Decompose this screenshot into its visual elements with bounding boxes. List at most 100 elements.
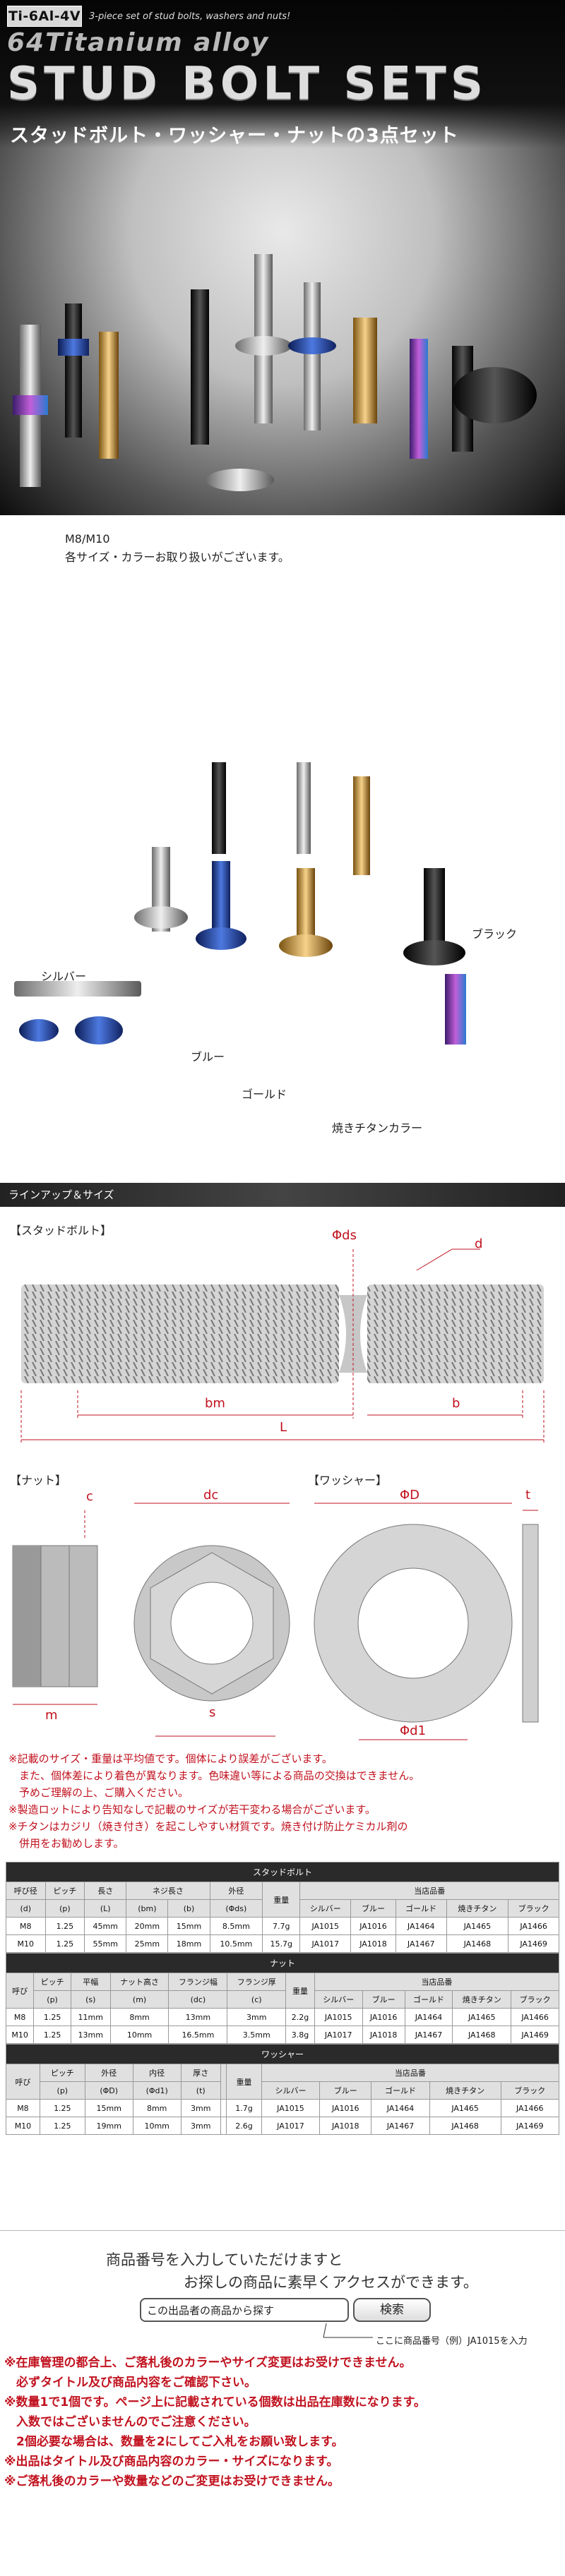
table-cell: JA1468 bbox=[446, 1934, 509, 1953]
table-cell: JA1464 bbox=[404, 2008, 453, 2026]
col-subheader: (s) bbox=[70, 1990, 111, 2009]
hero-subtitle: スタッドボルト・ワッシャー・ナットの3点セット bbox=[10, 125, 459, 147]
footer-note: ※ご落札後のカラーや数量などのご変更はお受けできません。 bbox=[4, 2474, 340, 2488]
col-header: 外径 bbox=[84, 2064, 133, 2082]
tag-subtitle: 3-piece set of stud bolts, washers and n… bbox=[89, 11, 291, 22]
col-header: 重量 bbox=[226, 2064, 262, 2100]
table-cell: 16.5mm bbox=[168, 2026, 228, 2044]
table-cell: 1.25 bbox=[33, 2026, 71, 2044]
table-cell: JA1465 bbox=[446, 1917, 509, 1935]
table-cell: 13mm bbox=[168, 2008, 228, 2026]
footer-note: ※数量1で1個です。ページ上に記載されている個数は出品在庫数になります。 bbox=[4, 2395, 426, 2409]
col-subheader: (Φds) bbox=[209, 1899, 263, 1918]
table-cell: 3mm bbox=[180, 2117, 221, 2135]
hero-title: STUD BOLT SETS bbox=[7, 58, 487, 110]
note-line: ※製造ロットにより告知なしで記載のサイズが若干変わる場合がございます。 bbox=[8, 1803, 376, 1816]
table-cell: JA1469 bbox=[500, 2117, 560, 2135]
col-subheader: (bm) bbox=[126, 1899, 169, 1918]
table-cell: 8mm bbox=[132, 2099, 182, 2117]
table-cell: JA1467 bbox=[371, 2117, 430, 2135]
dim-m: m bbox=[45, 1708, 58, 1723]
dim-b: b bbox=[452, 1396, 460, 1411]
note-line: 予めご理解の上、ご購入ください。 bbox=[8, 1786, 189, 1799]
table-cell: 8.5mm bbox=[209, 1917, 263, 1935]
col-header: ピッチ bbox=[39, 2064, 85, 2082]
col-color: シルバー bbox=[314, 1990, 363, 2009]
col-color: 焼きチタン bbox=[446, 1899, 509, 1918]
note-line: 併用をお勧めします。 bbox=[8, 1837, 124, 1850]
col-header: フランジ厚 bbox=[227, 1973, 287, 1991]
table-cell: M8 bbox=[6, 1917, 46, 1935]
col-color: ブラック bbox=[508, 1899, 559, 1918]
table-cell: 10.5mm bbox=[209, 1934, 263, 1953]
nut-spec-table: ナット 呼び ピッチ 平幅 ナット高さ フランジ幅 フランジ厚 重量 当店品番 … bbox=[5, 1953, 560, 2044]
table-cell: 3mm bbox=[180, 2099, 221, 2117]
footer-note: 2個必要な場合は、数量を2にしてご入札をお願い致します。 bbox=[4, 2435, 344, 2449]
dim-d1: Φd1 bbox=[400, 1723, 427, 1738]
table-cell: M10 bbox=[6, 2117, 40, 2135]
dim-D: ΦD bbox=[400, 1488, 420, 1503]
col-subheader: (b) bbox=[167, 1899, 210, 1918]
table-cell: 3.5mm bbox=[227, 2026, 287, 2044]
table-cell: 15.7g bbox=[262, 1934, 301, 1953]
table-title: スタッドボルト bbox=[6, 1862, 559, 1882]
table-cell: 3mm bbox=[227, 2008, 287, 2026]
note-line: また、個体差により着色が異なります。色味違い等による商品の交換はできません。 bbox=[8, 1769, 420, 1782]
nut-washer-diagram bbox=[12, 1503, 539, 1740]
col-header: 呼び径 bbox=[6, 1882, 46, 1900]
footer-note: ※在庫管理の都合上、ご落札後のカラーやサイズ変更はお受けできません。 bbox=[4, 2356, 412, 2370]
stud-label: 【スタッドボルト】 bbox=[10, 1224, 112, 1237]
dim-dc: dc bbox=[203, 1488, 219, 1503]
table-cell: JA1018 bbox=[319, 2117, 372, 2135]
search-button[interactable]: 検索 bbox=[353, 2298, 431, 2322]
col-header bbox=[220, 2064, 227, 2100]
col-subheader: (L) bbox=[84, 1899, 127, 1918]
alloy-name: 64Titanium alloy bbox=[7, 28, 270, 57]
footer-notes: ※在庫管理の都合上、ご落札後のカラーやサイズ変更はお受けできません。 必ずタイト… bbox=[4, 2353, 426, 2491]
note-line: ※チタンはカジリ（焼き付き）を起こしやすい材質です。焼き付け防止ケミカル剤の bbox=[8, 1820, 408, 1833]
search-input[interactable] bbox=[140, 2298, 349, 2322]
table-cell: JA1468 bbox=[429, 2117, 501, 2135]
col-color: シルバー bbox=[261, 2081, 321, 2100]
washer-label: 【ワッシャー】 bbox=[308, 1474, 388, 1487]
table-cell: 10mm bbox=[132, 2117, 182, 2135]
col-header: 重量 bbox=[262, 1882, 301, 1918]
size-line: M8/M10 bbox=[65, 532, 110, 546]
stud-bolt-diagram bbox=[20, 1248, 545, 1443]
lineup-header: ラインアップ＆サイズ bbox=[0, 1183, 565, 1207]
table-cell: JA1015 bbox=[314, 2008, 363, 2026]
table-cell: 1.25 bbox=[39, 2117, 85, 2135]
footer-note: 必ずタイトル及び商品内容をご確認下さい。 bbox=[4, 2376, 256, 2390]
table-cell: JA1465 bbox=[429, 2099, 501, 2117]
table-cell: 3.8g bbox=[285, 2026, 315, 2044]
footer-note: ※出品はタイトル及び商品内容のカラー・サイズになります。 bbox=[4, 2455, 339, 2469]
table-cell: M10 bbox=[5, 2026, 35, 2044]
col-header: 厚さ bbox=[180, 2064, 221, 2082]
table-cell: M8 bbox=[5, 2008, 35, 2026]
table-cell: JA1016 bbox=[362, 2008, 405, 2026]
table-cell: 2.6g bbox=[226, 2117, 262, 2135]
table-cell bbox=[220, 2117, 227, 2135]
col-color: ゴールド bbox=[371, 2081, 430, 2100]
divider bbox=[0, 2230, 565, 2231]
table-cell: JA1017 bbox=[299, 1934, 352, 1953]
col-subheader: (p) bbox=[44, 1899, 85, 1918]
stud-spec-table: スタッドボルト 呼び径 ピッチ 長さ ネジ長さ 外径 重量 当店品番 (d) (… bbox=[6, 1862, 559, 1953]
nut-label: 【ナット】 bbox=[10, 1474, 67, 1487]
table-cell: 8mm bbox=[109, 2008, 170, 2026]
table-cell: M8 bbox=[6, 2099, 40, 2117]
col-header: ネジ長さ bbox=[126, 1882, 210, 1900]
label-silver: シルバー bbox=[41, 970, 87, 983]
col-subheader: (p) bbox=[33, 1990, 71, 2009]
table-cell: 10mm bbox=[109, 2026, 170, 2044]
dim-t: t bbox=[525, 1488, 531, 1503]
col-subheader: (c) bbox=[227, 1990, 287, 2009]
table-cell: 15mm bbox=[167, 1917, 210, 1935]
table-title: ナット bbox=[6, 1953, 559, 1973]
col-subheader: (p) bbox=[39, 2081, 85, 2100]
dim-bm: bm bbox=[205, 1396, 225, 1411]
